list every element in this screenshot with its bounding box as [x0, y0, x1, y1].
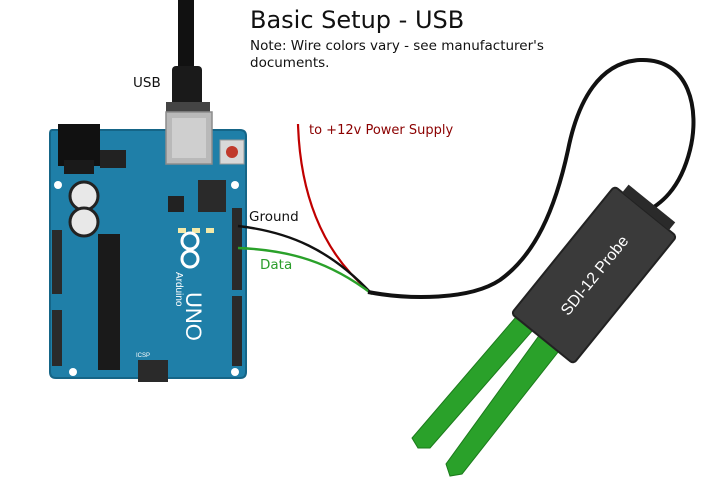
probe-cable	[367, 57, 696, 299]
mounting-hole	[231, 181, 239, 189]
icsp-header-bottom	[138, 360, 168, 382]
usb-interface-chip	[168, 196, 184, 212]
led-tx	[178, 228, 186, 233]
wire-power	[296, 123, 369, 291]
atmega-chip	[98, 234, 120, 370]
board-model: UNO	[181, 292, 206, 341]
power-header	[52, 230, 62, 294]
arduino-board: Arduino UNO ICSP	[49, 111, 247, 382]
usb-plug-collar	[166, 102, 210, 112]
data-label: Data	[260, 257, 293, 273]
icsp-label: ICSP	[136, 353, 150, 359]
analog-header	[52, 310, 62, 366]
mounting-hole	[231, 368, 239, 376]
usb-b-jack-face	[172, 118, 206, 158]
capacitor	[68, 180, 100, 212]
usb-plug-boot	[172, 66, 202, 106]
power-supply-label: to +12v Power Supply	[309, 123, 454, 138]
dc-barrel-jack-base	[64, 160, 94, 174]
capacitor	[68, 206, 100, 238]
mounting-hole	[54, 181, 62, 189]
usb-label: USB	[133, 75, 161, 91]
probe-body: SDI-12 Probe	[511, 184, 677, 364]
voltage-regulator	[100, 150, 126, 168]
led-l	[206, 228, 214, 233]
probe-cap	[622, 184, 676, 231]
usb-cable	[166, 0, 210, 112]
digital-header-high	[232, 208, 242, 290]
mounting-hole	[69, 368, 77, 376]
page-title: Basic Setup - USB	[250, 6, 465, 34]
wire-color-note: Note: Wire colors vary - see manufacture…	[250, 38, 544, 71]
ground-label: Ground	[249, 209, 299, 225]
wire-data	[237, 246, 373, 295]
wire-ground	[237, 224, 371, 293]
usb-cable-wire	[178, 0, 194, 70]
arduino-logo	[180, 231, 200, 269]
led-rx	[192, 228, 200, 233]
reset-button-cap	[226, 146, 238, 158]
icsp-header-top	[198, 180, 226, 212]
probe-housing	[511, 186, 677, 364]
dc-barrel-jack	[58, 124, 100, 166]
digital-header-low	[232, 296, 242, 366]
board-brand: Arduino	[173, 272, 184, 307]
